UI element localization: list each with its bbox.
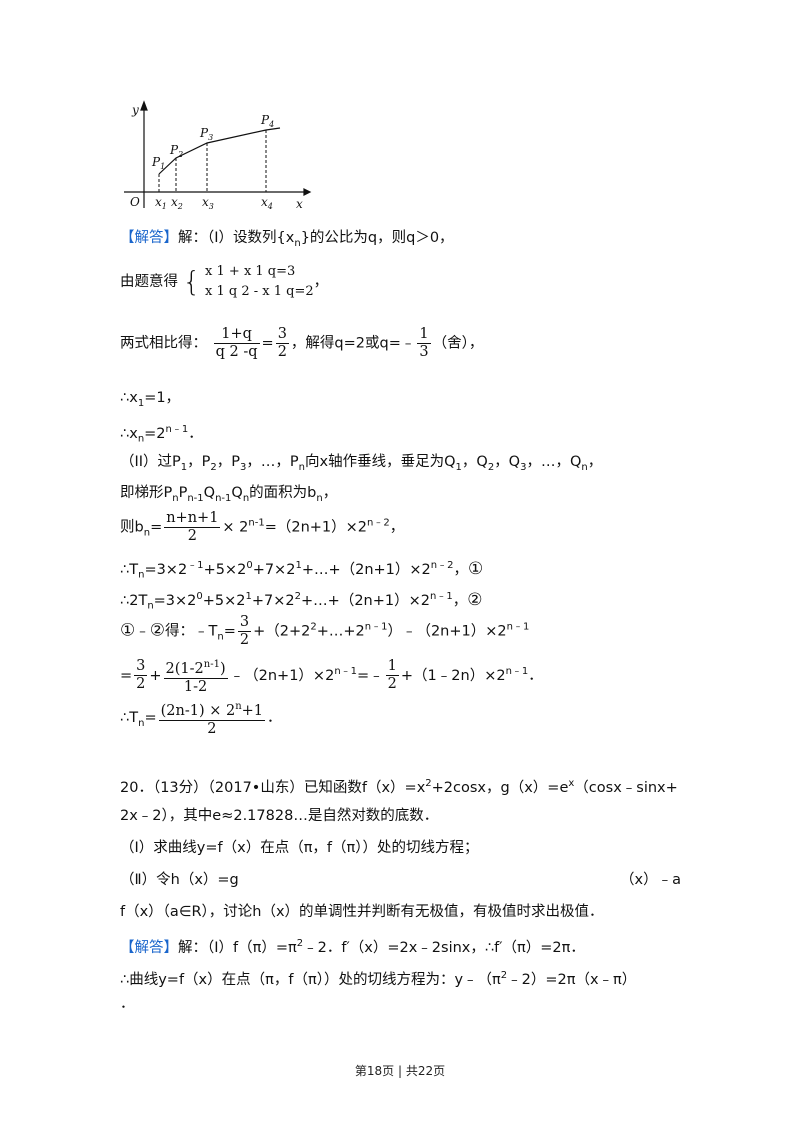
- answer-tag: 【解答】: [120, 939, 178, 956]
- svg-text:P2: P2: [169, 143, 183, 159]
- equation-1-marker: ①: [467, 558, 484, 579]
- question-20-line-3: （Ⅰ）求曲线y=f（x）在点（π，f（π））处的切线方程；: [120, 840, 479, 856]
- page-footer: 第18页 | 共22页: [354, 1064, 446, 1078]
- solution-line-6: （II）过P1，P2，P3，…，Pn向x轴作垂线，垂足为Q1，Q2，Q3，…，Q…: [120, 454, 603, 473]
- question-20-line-6: 【解答】解：（I）f（π）=π2﹣2．f′（x）=2x﹣2sinx，∴f′（π）…: [120, 938, 585, 956]
- equation-2-marker: ②: [467, 589, 483, 610]
- trapezoid-figure: y x O P1 P2 P3 P4 x1 x2 x3 x4: [124, 100, 312, 211]
- svg-text:x1: x1: [155, 195, 167, 211]
- solution-line-10: ∴2Tn=3×20+5×21+7×22+…+（2n+1）×2n﹣1，②: [120, 589, 483, 612]
- y-axis-label: y: [131, 103, 139, 117]
- solution-line-5: ∴xn=2n﹣1．: [120, 424, 203, 445]
- solution-line-2: 由题意得 { x 1 + x 1 q=3 x 1 q 2 - x 1 q=2 ，: [120, 264, 329, 299]
- origin-label: O: [130, 195, 140, 209]
- svg-text:P1: P1: [151, 155, 165, 171]
- svg-text:x2: x2: [171, 195, 183, 211]
- svg-text:x4: x4: [261, 195, 273, 211]
- question-20-line-7: ∴曲线y=f（x）在点（π，f（π））处的切线方程为：y﹣（π2﹣2）=2π（x…: [120, 970, 637, 988]
- svg-text:P4: P4: [260, 113, 274, 129]
- svg-text:P3: P3: [199, 126, 213, 142]
- question-20-line-5: f（x）（a∈R），讨论h（x）的单调性并判断有无极值，有极值时求出极值．: [120, 904, 604, 920]
- question-20-line-8: ．: [120, 996, 135, 1012]
- x-axis-label: x: [296, 197, 303, 211]
- solution-line-9: ∴Tn=3×2﹣1+5×20+7×21+…+（2n+1）×2n﹣2，①: [120, 558, 484, 581]
- answer-tag: 【解答】: [120, 230, 178, 246]
- solution-line-7: 即梯形PnPn-1Qn-1Qn的面积为bn，: [120, 485, 338, 504]
- question-20-line-1: 20．（13分）（2017•山东）已知函数f（x）=x2+2cosx，g（x）=…: [120, 778, 678, 796]
- question-20-line-2: 2x﹣2），其中e≈2.17828…是自然对数的底数．: [120, 808, 439, 824]
- svg-text:x3: x3: [202, 195, 214, 211]
- solution-line-1: 【解答】解：（I）设数列{xn}的公比为q，则q＞0，: [120, 230, 454, 249]
- question-20-line-4: （Ⅱ）令h（x）=g（x）﹣a: [120, 872, 681, 888]
- solution-line-4: ∴x1=1，: [120, 390, 181, 409]
